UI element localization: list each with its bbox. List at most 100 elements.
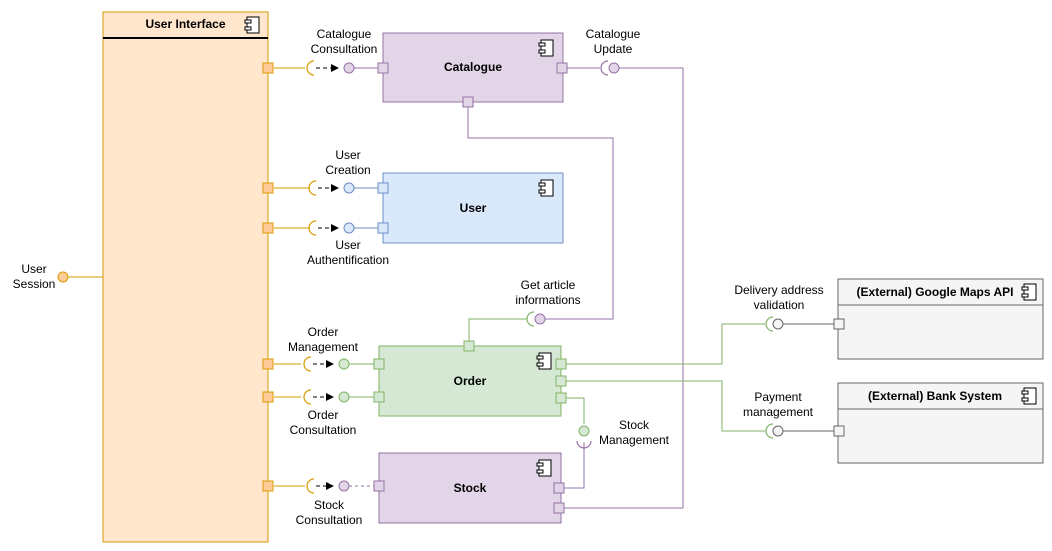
order-consultation-ball [338,391,350,403]
catalogue-update-ball [608,62,620,74]
user-session-ball [57,271,69,283]
catalogue-port-right [556,62,568,74]
catalogue-port-left [377,62,389,74]
ui-port-user-auth [262,222,274,234]
ui-port-catalogue [262,62,274,74]
ui-port-order-consultation [262,391,274,403]
order-consultation-socket [303,389,312,405]
user-session-label-line1: User [21,262,47,276]
order-port-consultation [373,391,385,403]
stock-consultation-label: Stock Consultation [289,498,369,528]
catalogue-consultation-label-line2: Consultation [310,42,378,56]
user-creation-socket [308,180,317,196]
user-creation-label-line2: Creation [325,163,371,177]
user-auth-label: User Authentification [298,238,398,268]
catalogue-stock-connector [564,67,684,509]
delivery-label-line2: validation [753,298,805,312]
get-article-label: Get article informations [503,278,593,308]
order-consultation-label-line1: Order [307,408,339,422]
ui-port-order-management [262,358,274,370]
catalogue-consultation-socket [306,60,315,76]
stock-port-consultation [373,480,385,492]
payment-label: Payment management [733,390,823,420]
get-article-label-line1: Get article [520,278,576,292]
maps-title: (External) Google Maps API [856,285,1014,299]
user-port-creation [377,182,389,194]
catalogue-update-socket [600,60,609,76]
payment-label-line2: management [742,405,814,419]
delivery-label-line1: Delivery address [734,283,824,297]
order-port-stock [555,392,567,404]
ui-component[interactable] [102,11,269,543]
order-management-label-line2: Management [287,340,359,354]
delivery-ball [772,318,784,330]
order-consultation-label-line2: Consultation [289,423,357,437]
stock-management-ball [578,425,590,437]
user-component[interactable] [382,172,564,244]
stock-component[interactable] [378,452,562,524]
user-title: User [459,201,487,215]
stock-consultation-label-line2: Consultation [295,513,363,527]
order-management-label: Order Management [283,325,363,355]
user-auth-ball [343,222,355,234]
stock-consultation-socket [306,478,315,494]
catalogue-update-label: Catalogue Update [573,27,653,57]
order-port-top [463,340,475,352]
catalogue-title: Catalogue [443,60,502,74]
user-auth-label-line2: Authentification [306,253,390,267]
stock-management-label-line1: Stock [618,418,649,432]
user-auth-socket [308,220,317,236]
order-management-label-line1: Order [307,325,339,339]
maps-port [833,318,845,330]
user-session-label: User Session [0,262,68,292]
stock-consultation-ball [338,480,350,492]
order-port-payment [555,375,567,387]
payment-socket [765,423,774,439]
user-creation-label-line1: User [335,148,361,162]
ui-port-user-creation [262,182,274,194]
catalogue-consultation-ball [343,62,355,74]
catalogue-update-label-line2: Update [593,42,633,56]
stock-management-socket [576,440,592,449]
catalogue-component-icon [538,39,554,57]
bank-title: (External) Bank System [867,389,1003,403]
order-port-delivery [555,358,567,370]
order-title: Order [453,374,487,388]
user-auth-label-line1: User [335,238,361,252]
stock-component-icon [536,459,552,477]
order-payment-connector [566,380,765,432]
order-component-icon [536,352,552,370]
ui-port-stock-consultation [262,480,274,492]
delivery-label: Delivery address validation [724,283,834,313]
catalogue-update-label-line1: Catalogue [585,27,641,41]
get-article-label-line2: informations [515,293,581,307]
order-consultation-label: Order Consultation [283,408,363,438]
payment-label-line1: Payment [754,390,802,404]
catalogue-get-article-connector [467,106,614,320]
stock-management-label: Stock Management [594,418,674,448]
payment-ball [772,425,784,437]
ui-title: User Interface [145,17,226,31]
order-management-socket [303,356,312,372]
user-creation-ball [343,182,355,194]
user-component-icon [538,179,554,197]
order-delivery-connector [566,323,765,365]
get-article-socket [526,311,535,327]
stock-title: Stock [453,481,487,495]
maps-component-icon [1021,283,1037,301]
bank-component[interactable] [837,382,1044,464]
order-get-article-connector [468,318,527,341]
stock-management-connector [564,442,585,489]
bank-port [833,425,845,437]
stock-management-label-line2: Management [598,433,670,447]
stock-port-update [553,502,565,514]
stock-consultation-label-line1: Stock [313,498,344,512]
catalogue-consultation-label-line1: Catalogue [316,27,372,41]
user-session-label-line2: Session [12,277,56,291]
maps-component[interactable] [837,278,1044,360]
stock-port-management [553,482,565,494]
delivery-socket [765,316,774,332]
order-stock-management-connector [566,397,585,424]
catalogue-port-bottom [462,96,474,108]
user-creation-label: User Creation [313,148,383,178]
